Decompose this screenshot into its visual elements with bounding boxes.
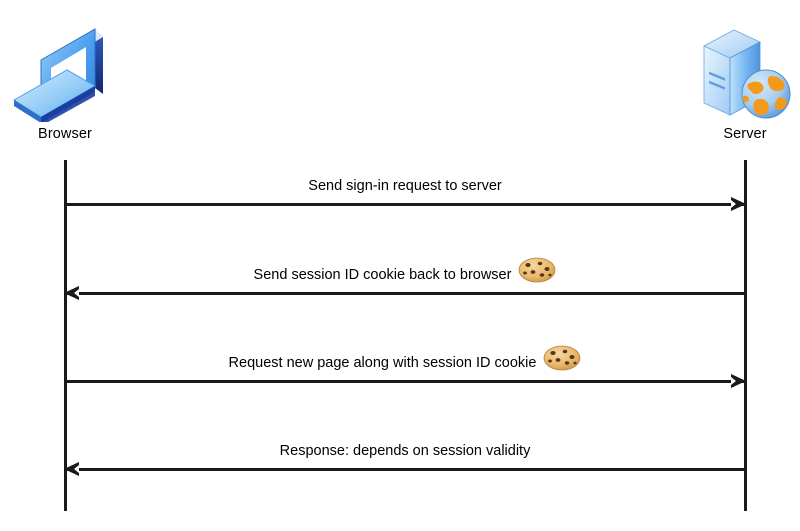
actor-server: Server (665, 22, 800, 142)
arrow-left-icon (64, 285, 79, 300)
message-3-label: Request new page along with session ID c… (65, 345, 745, 372)
cookie-icon (543, 345, 581, 371)
actor-label-server: Server (723, 126, 767, 142)
message-3-text: Request new page along with session ID c… (228, 355, 537, 371)
message-2-line (65, 292, 745, 295)
message-4-line (65, 468, 745, 471)
arrow-left-icon (64, 461, 79, 476)
message-2-text: Send session ID cookie back to browser (253, 267, 512, 283)
message-2-label: Send session ID cookie back to browser (65, 257, 745, 284)
message-4-text: Response: depends on session validity (279, 443, 531, 459)
server-globe-icon (690, 22, 800, 122)
actor-browser: Browser (0, 22, 145, 142)
lifeline-browser (64, 160, 67, 511)
actor-label-browser: Browser (38, 126, 92, 142)
arrow-right-icon (731, 373, 746, 388)
message-4-label: Response: depends on session validity (65, 442, 745, 460)
laptop-icon (10, 22, 120, 122)
arrow-right-icon (731, 196, 746, 211)
message-1-label: Send sign-in request to server (65, 177, 745, 195)
message-1-line (65, 203, 745, 206)
message-1-text: Send sign-in request to server (308, 178, 502, 194)
lifeline-server (744, 160, 747, 511)
message-3-line (65, 380, 745, 383)
cookie-icon (518, 257, 556, 283)
